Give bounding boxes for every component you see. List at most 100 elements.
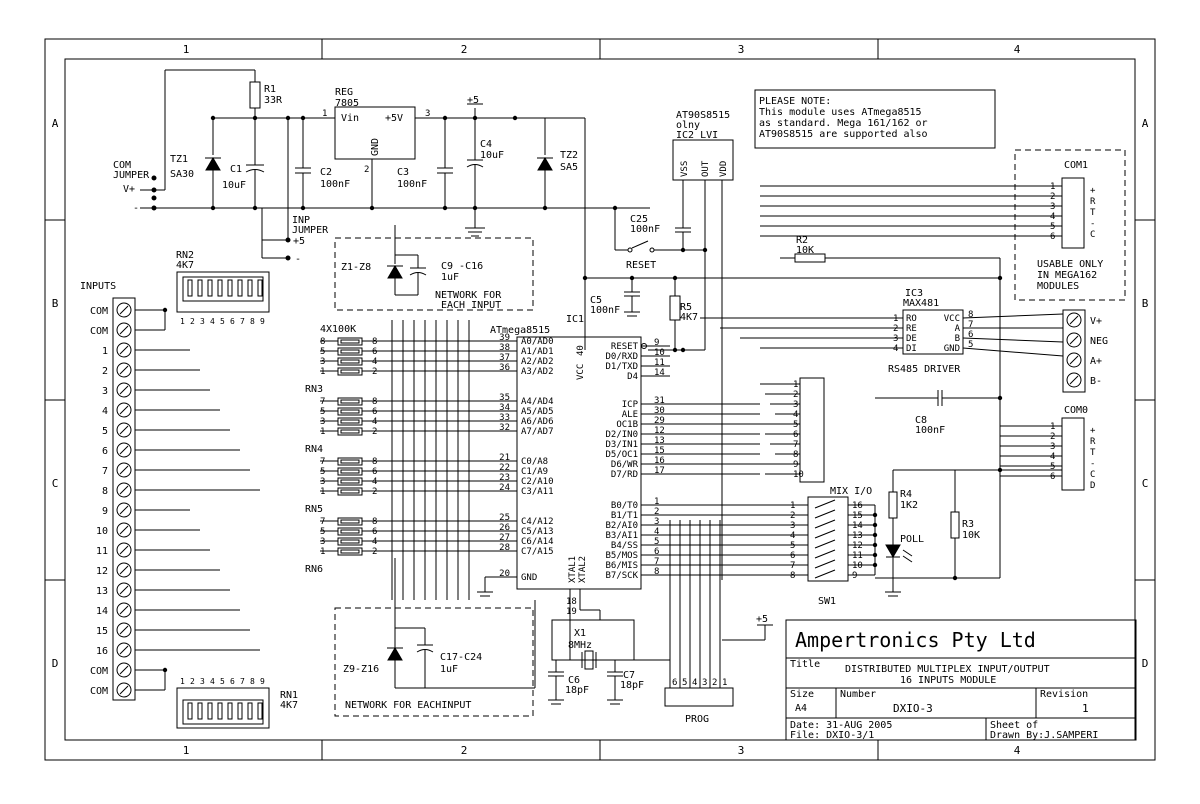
input-label-13: 12 (96, 566, 108, 577)
com0-pins-sig-5: D (1090, 481, 1095, 491)
regulator-7805 (334, 106, 416, 160)
com1-note-2: IN MEGA162 (1037, 270, 1097, 281)
ic1-pin18: 18 (566, 597, 577, 607)
ic2-pin-out: OUT (701, 160, 711, 177)
ic1-pin-num-21: 21 (499, 453, 510, 463)
rs485-screw-2 (1066, 352, 1082, 368)
inp-minus-label: - (295, 254, 301, 265)
input-screw-14 (116, 582, 132, 598)
power-supply: COM JUMPER V+ - R1 33R REG 7805 Vin +5V … (113, 69, 650, 350)
ic1-pin-name-17: D7/RD (611, 470, 638, 480)
ic1-pin-num-20: 20 (499, 569, 510, 579)
rn3-pin-left-3: 1 (320, 367, 325, 377)
ic1-pin-name-31: ICP (622, 400, 639, 410)
ic1-pin-num-36: 36 (499, 363, 510, 373)
com1-pins-pin-6: 6 (1050, 232, 1055, 242)
network-bottom: Z9-Z16 C17-C24 1uF NETWORK FOR EACHINPUT (334, 558, 536, 717)
com0-pins-pin-3: 3 (1050, 442, 1055, 452)
prog-pin-3: 3 (702, 678, 707, 688)
input-screw-12-slot (119, 545, 129, 555)
junction-dot (162, 667, 168, 673)
tz1-value: SA30 (170, 169, 194, 180)
ic2-lvi: AT90S8515 olny IC2 LVI VSS OUT VDD (672, 110, 734, 580)
rn1-ref: RN1 (280, 690, 298, 701)
sw1-toggle-4 (814, 529, 836, 539)
input-screw-5 (116, 402, 132, 418)
tz2-value: SA5 (560, 162, 578, 173)
note-line-2: This module uses ATmega8515 (759, 107, 922, 118)
junction-dot (872, 542, 878, 548)
ic1-pin-name-15: D5/OC1 (605, 450, 638, 460)
frame-row-a-right: A (1142, 117, 1149, 130)
rn6-pin-right-0: 8 (372, 517, 377, 527)
rs485-screw-3-slot (1069, 375, 1079, 385)
hdr10-pin-5: 5 (793, 420, 798, 430)
junction-dot (997, 467, 1003, 473)
rn2-res-pin-2: 2 (190, 317, 195, 326)
revision-value: 1 (1082, 702, 1089, 715)
com1-pins-pin-4: 4 (1050, 212, 1055, 222)
ic1-pin-name-1: B0/T0 (611, 501, 638, 511)
ic1-pin-num-6: 6 (654, 547, 659, 557)
c25-value: 100nF (630, 224, 660, 235)
rn2-res-pin-5: 5 (220, 317, 225, 326)
ic1-pin-name-29: OC1B (616, 420, 638, 430)
c5-ref: C5 (590, 295, 602, 306)
rn6-pin-left-2: 3 (320, 537, 325, 547)
rn3-pin-right-1: 6 (372, 347, 377, 357)
r3-value: 10K (962, 530, 980, 541)
resistor-r4-led: R4 1K2 POLL (885, 470, 924, 597)
ic1-pin-num-13: 13 (654, 436, 665, 446)
com0-pins-pin-4: 4 (1050, 452, 1055, 462)
com0-pins-sig-4: C (1090, 470, 1095, 480)
ic1-pin-num-9: 9 (654, 338, 659, 348)
frame-row-c-right: C (1142, 477, 1149, 490)
ic3-pin-num-8: 8 (968, 310, 973, 320)
rs485-screw-3 (1066, 372, 1082, 388)
ic1-pin-name-4: B3/AI1 (605, 531, 638, 541)
ic3-pin-num-2: 2 (893, 324, 898, 334)
reg-pin2: 2 (364, 165, 369, 175)
r4-ref: R4 (900, 489, 912, 500)
com0-pins-pin-6: 6 (1050, 472, 1055, 482)
input-screw-16-slot (119, 625, 129, 635)
input-screw-11-slot (119, 525, 129, 535)
rn6-pin-left-3: 1 (320, 547, 325, 557)
input-label-1: COM (90, 326, 108, 337)
ic1-pin-num-30: 30 (654, 406, 665, 416)
r2-ref: R2 (796, 235, 808, 246)
r1-ref: R1 (264, 84, 276, 95)
ic1-pin-num-3: 3 (654, 517, 659, 527)
com1-ref: COM1 (1064, 160, 1088, 171)
ic1-pin-name-36: A3/AD2 (521, 367, 554, 377)
input-screw-17 (116, 642, 132, 658)
rn5-element-inner-1 (340, 459, 360, 464)
frame-col-1: 1 (183, 43, 190, 56)
input-label-14: 13 (96, 586, 108, 597)
rn5-pin-right-0: 8 (372, 457, 377, 467)
company-name: Ampertronics Pty Ltd (795, 628, 1036, 652)
rn1-res-pin-2: 2 (190, 677, 195, 686)
input-screw-13-slot (119, 565, 129, 575)
rn3-pin-left-0: 8 (320, 337, 325, 347)
c1-value: 10uF (222, 180, 246, 191)
ic3-pin-name-3: DE (906, 334, 917, 344)
rn3-element-2 (337, 347, 363, 356)
frame-row-b: B (52, 297, 59, 310)
input-screw-15 (116, 602, 132, 618)
inputs-title: INPUTS (80, 281, 116, 292)
sw1-left-pin-6: 6 (790, 551, 795, 561)
sw1-right-pin-16: 16 (852, 501, 863, 511)
ic1-pin-name-14: D4 (627, 372, 638, 382)
sw1-right-pin-15: 15 (852, 511, 863, 521)
ic1-pin-num-25: 25 (499, 513, 510, 523)
c4-ref: C4 (480, 139, 492, 150)
resistor-r2: R2 10K (780, 235, 1000, 263)
ic3-pin-name-7: A (955, 324, 961, 334)
rn4-element-inner-4 (340, 429, 360, 434)
r4-value: 1K2 (900, 500, 918, 511)
ic2-title1: AT90S8515 (676, 110, 730, 121)
